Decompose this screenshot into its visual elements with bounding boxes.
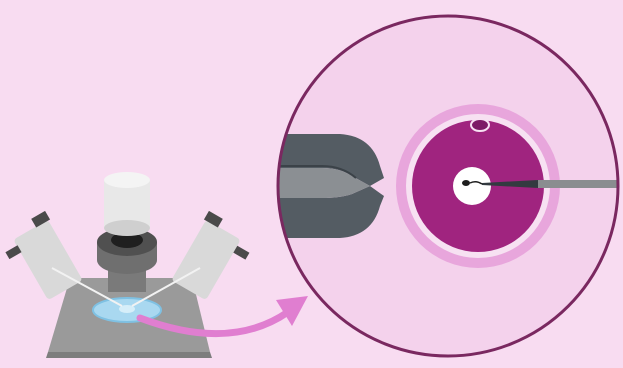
- microscope-base-shadow: [46, 352, 212, 358]
- magnified-view: [270, 16, 623, 356]
- holding-pipette: [270, 134, 384, 238]
- polar-body: [471, 119, 489, 131]
- egg-nucleus: [453, 167, 491, 205]
